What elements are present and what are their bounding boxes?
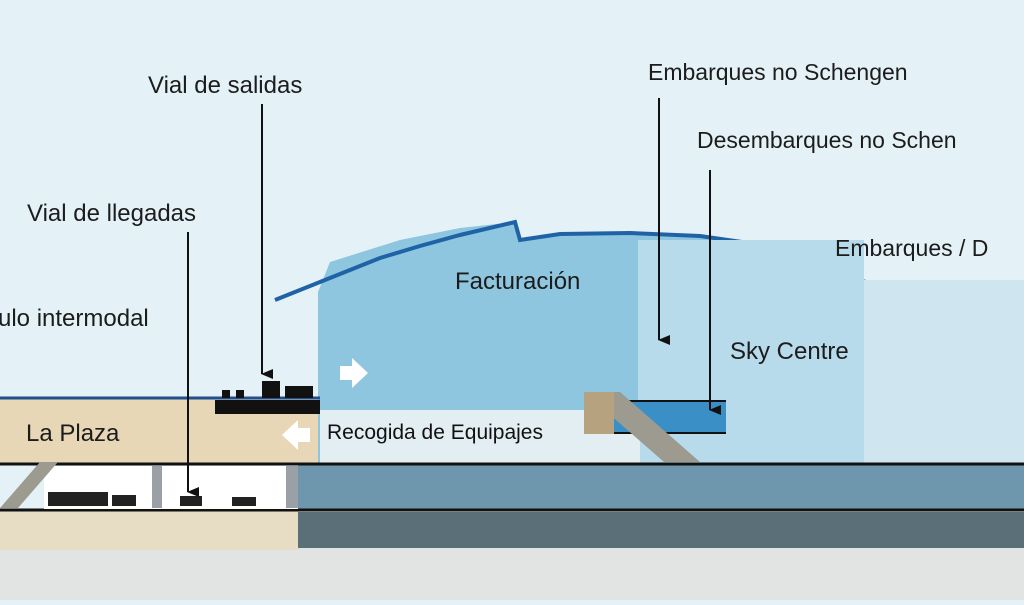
intermodal-vehicles	[48, 492, 256, 506]
label-recogida-equipajes: Recogida de Equipajes	[327, 421, 543, 444]
label-vial-llegadas: Vial de llegadas	[27, 200, 197, 227]
platform-level	[298, 464, 1024, 510]
ramp-block	[584, 392, 614, 434]
left-ramp	[0, 462, 58, 508]
label-la-plaza: La Plaza	[26, 420, 120, 447]
flow-arrow-left	[282, 420, 310, 450]
departures-vehicles	[222, 381, 313, 398]
departures-road-deck	[215, 400, 320, 414]
right-hall-block	[864, 280, 1024, 464]
label-sky-centre: Sky Centre	[730, 338, 849, 365]
label-desembarques-no-schengen: Desembarques no Schen	[697, 127, 957, 153]
label-embarques-d: Embarques / D	[835, 235, 989, 261]
ground-band	[0, 548, 1024, 600]
label-embarques-no-schengen: Embarques no Schengen	[648, 59, 908, 85]
basement-level	[298, 512, 1024, 548]
label-facturacion: Facturación	[455, 268, 581, 295]
flow-arrow-right	[340, 358, 368, 388]
label-intermodal: ulo intermodal	[0, 305, 149, 332]
foundation-tan	[0, 510, 300, 550]
label-vial-salidas: Vial de salidas	[148, 72, 303, 99]
